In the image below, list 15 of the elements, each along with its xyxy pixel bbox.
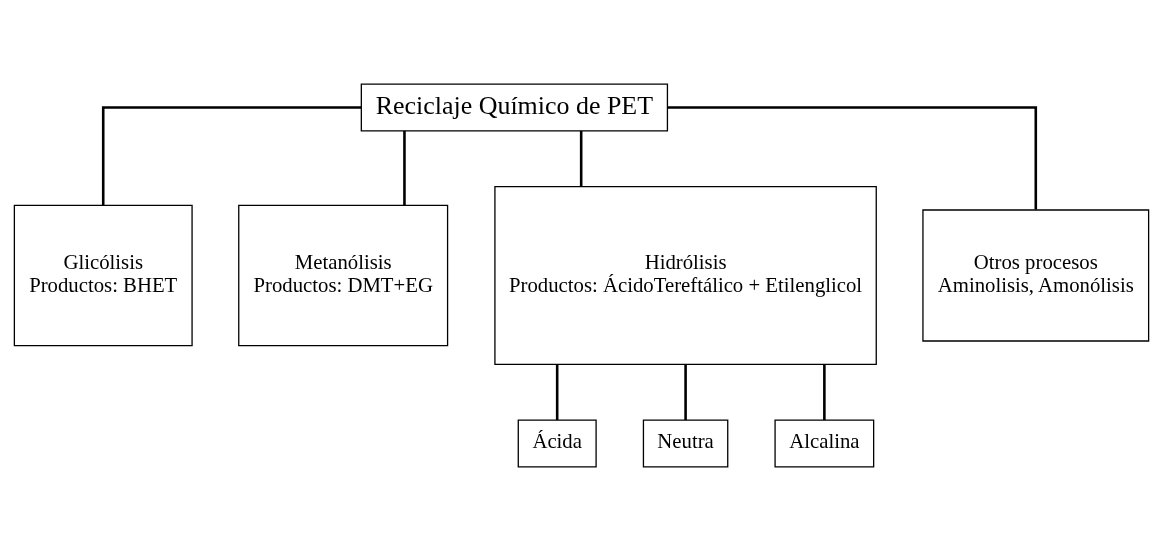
connector <box>684 363 687 420</box>
connector <box>101 105 362 205</box>
node-box: Reciclaje Químico de PET <box>360 83 669 132</box>
node-box: Alcalina <box>774 418 875 467</box>
node-box: Otros procesos Aminolisis, Amonólisis <box>922 208 1150 342</box>
connector <box>403 130 406 205</box>
connector <box>555 363 559 420</box>
connector <box>667 105 1038 210</box>
node-box: Neutra <box>642 418 729 467</box>
node-box: Hidrólisis Productos: ÁcidoTereftálico + Etilenglicol <box>494 185 877 365</box>
connector <box>579 130 583 186</box>
connector <box>823 363 826 420</box>
node-box: Metanólisis Productos: DMT+EG <box>238 204 449 346</box>
node-box: Glicólisis Productos: BHET <box>13 204 193 346</box>
node-box: Ácida <box>517 418 597 467</box>
